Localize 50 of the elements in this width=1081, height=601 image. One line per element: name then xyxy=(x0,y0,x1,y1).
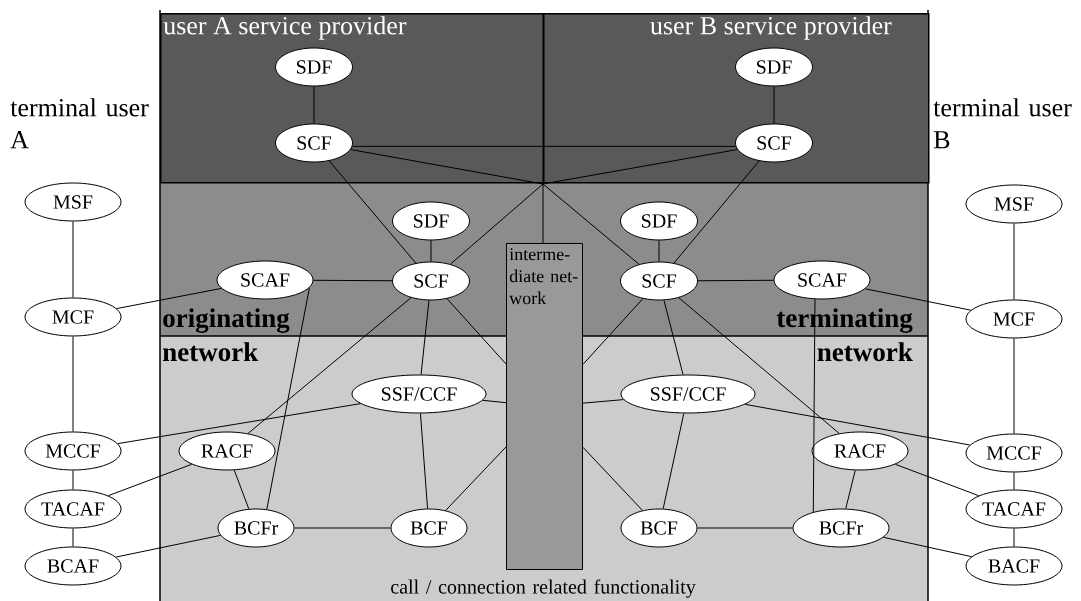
connector-line xyxy=(662,412,685,510)
connector-line xyxy=(1013,223,1015,300)
connector-line xyxy=(446,298,507,365)
network-label: terminal user B xyxy=(933,98,1072,149)
connector-line xyxy=(107,463,193,497)
connector-line xyxy=(678,297,840,434)
connector-line xyxy=(1013,472,1015,490)
connector-line xyxy=(883,536,972,558)
connector-line xyxy=(1013,528,1015,547)
connector-line xyxy=(419,413,429,509)
connector-line xyxy=(582,298,644,365)
connector-line xyxy=(233,469,250,510)
connector-line xyxy=(115,534,221,558)
connector-line xyxy=(117,403,361,445)
connector-line xyxy=(582,446,643,511)
connector-line xyxy=(72,221,74,298)
network-label: originating network xyxy=(162,308,290,362)
network-label: terminal user A xyxy=(10,98,149,149)
connector-line xyxy=(894,463,980,497)
connector-line xyxy=(328,160,417,264)
connector-line xyxy=(482,399,507,404)
connector-line xyxy=(72,470,74,490)
connector-line xyxy=(294,527,391,529)
connector-line xyxy=(845,469,856,510)
connector-line xyxy=(864,288,972,311)
connector-line xyxy=(420,299,430,375)
connector-line xyxy=(658,240,660,262)
connector-line xyxy=(445,446,507,511)
network-box: interme- diate net- work xyxy=(506,243,583,570)
connector-line xyxy=(351,145,737,147)
connector-line xyxy=(773,86,775,124)
connector-line xyxy=(450,149,738,265)
connector-line xyxy=(72,528,74,547)
connector-line xyxy=(72,336,74,432)
connector-line xyxy=(350,149,640,265)
connector-line xyxy=(812,298,816,513)
connector-line xyxy=(673,160,760,264)
network-label: call / connection related functionality xyxy=(391,579,696,598)
connector-line xyxy=(663,299,684,376)
connector-line xyxy=(744,403,971,446)
connector-line xyxy=(247,297,412,434)
connector-line xyxy=(1013,338,1015,434)
connector-line xyxy=(582,399,624,404)
connector-line xyxy=(313,279,393,282)
connector-line xyxy=(266,287,310,510)
connector-line xyxy=(430,240,432,262)
connector-line xyxy=(116,287,222,310)
connector-line xyxy=(313,86,315,124)
connector-line xyxy=(697,279,774,282)
connector-line xyxy=(697,527,793,529)
